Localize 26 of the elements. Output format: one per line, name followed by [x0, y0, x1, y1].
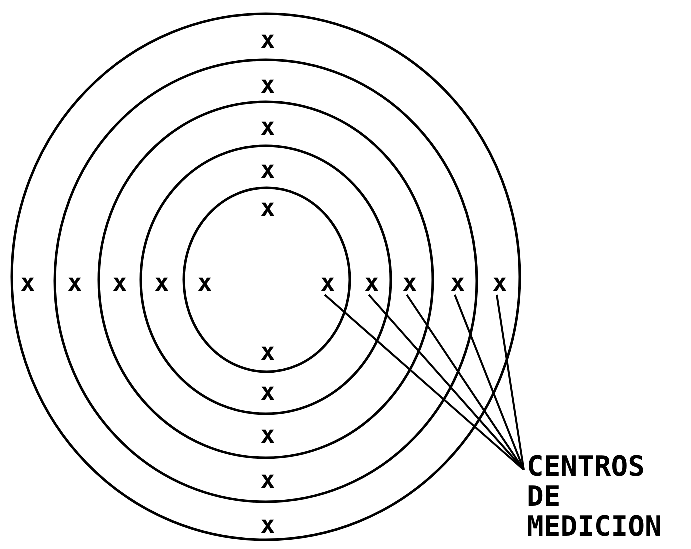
measurement-point-mark: x	[68, 273, 82, 293]
leader-line	[454, 294, 525, 470]
leader-line	[324, 294, 525, 471]
measurement-point-mark: x	[260, 160, 276, 180]
measurement-point-mark: x	[198, 273, 212, 293]
measurement-point-mark: x	[260, 198, 276, 218]
callout-label: CENTROS DE MEDICION	[527, 452, 677, 542]
measurement-point-mark: x	[450, 273, 466, 293]
measurement-point-mark: x	[492, 273, 508, 293]
measurement-point-mark: x	[20, 273, 36, 293]
measurement-point-mark: x	[260, 470, 276, 490]
measurement-point-mark: x	[112, 273, 128, 293]
leader-line	[368, 294, 525, 471]
measurement-point-mark: x	[260, 425, 276, 445]
measurement-point-mark: x	[364, 273, 380, 293]
leader-line	[496, 294, 525, 470]
measurement-point-mark: x	[260, 342, 276, 362]
measurement-point-mark: x	[154, 273, 170, 293]
measurement-point-mark: x	[260, 75, 276, 95]
measurement-point-mark: x	[260, 30, 276, 50]
measurement-point-mark: x	[402, 273, 418, 293]
measurement-point-mark: x	[260, 515, 276, 535]
leader-line	[406, 294, 525, 471]
measurement-point-mark: x	[320, 273, 336, 293]
measurement-point-mark: x	[260, 117, 276, 137]
measurement-point-mark: x	[260, 382, 276, 402]
